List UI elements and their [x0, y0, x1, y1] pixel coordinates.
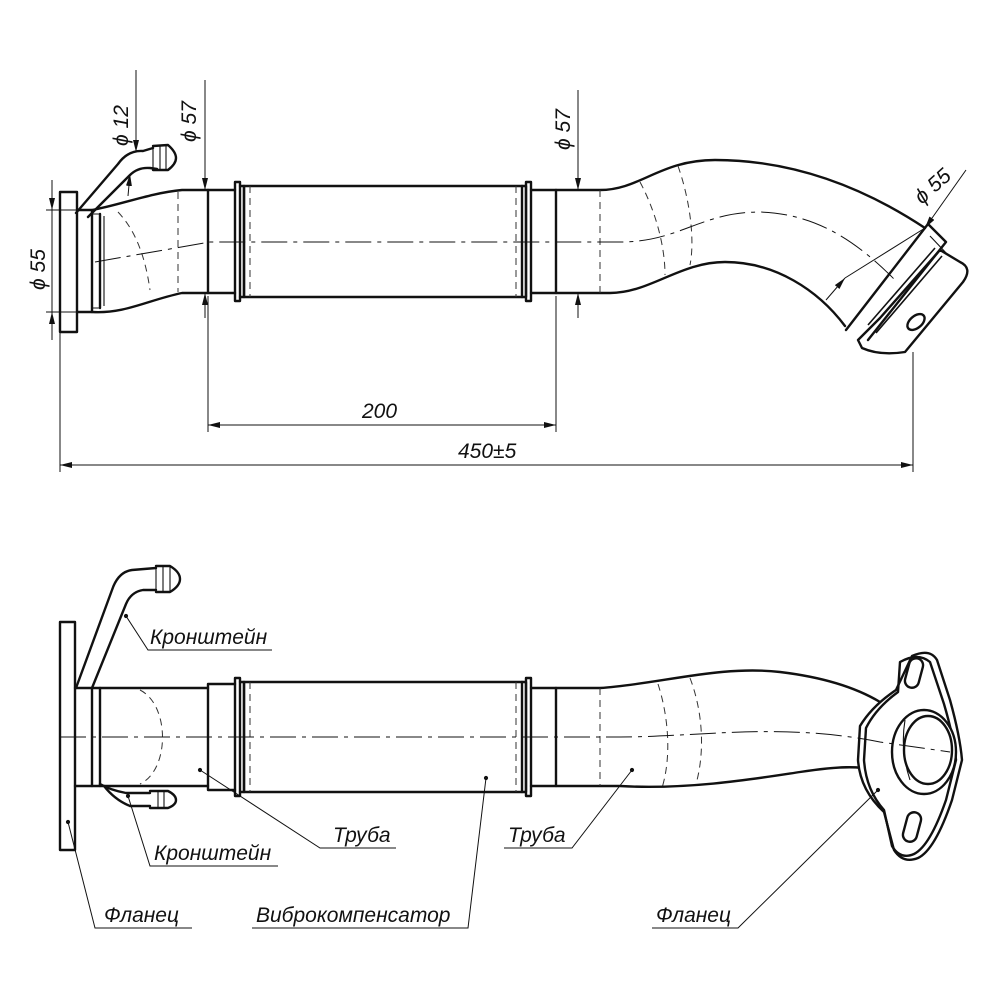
label-flange-right: Фланец	[656, 904, 731, 927]
label-bracket-top: Кронштейн	[150, 626, 268, 649]
label-bracket-bottom: Кронштейн	[154, 842, 272, 865]
bottom-right-flange	[856, 651, 964, 861]
dim-text-dia55-left: ϕ 55	[27, 249, 50, 290]
dim-text-200: 200	[361, 400, 397, 423]
leader-flange-right: Фланец	[652, 787, 881, 929]
bottom-view: Кронштейн Кронштейн Труба Труба Фланец В…	[58, 564, 964, 929]
top-view: ϕ 12 ϕ 57 ϕ 57 ϕ 55 ϕ 55 200 450±5	[27, 70, 969, 472]
leader-bracket-top: Кронштейн	[123, 613, 272, 651]
top-left-flange	[58, 190, 79, 334]
dim-text-450: 450±5	[458, 440, 517, 463]
leader-flange-left: Фланец	[65, 819, 192, 929]
leader-pipe-left: Труба	[197, 767, 396, 849]
dim-text-dia57-right: ϕ 57	[552, 108, 575, 150]
label-compensator: Виброкомпенсатор	[256, 904, 450, 927]
dim-text-dia55-right: ϕ 55	[910, 164, 956, 209]
dim-dia55-right	[825, 169, 967, 301]
bottom-bracket-upper	[74, 564, 182, 690]
bottom-bracket-lower	[98, 782, 178, 810]
dim-dia55-left	[46, 180, 92, 340]
bottom-right-pipe	[554, 669, 882, 789]
top-right-flange	[844, 222, 969, 355]
dim-text-dia57-left: ϕ 57	[178, 100, 201, 142]
leader-pipe-right: Труба	[504, 767, 635, 849]
top-bracket	[74, 143, 178, 219]
bottom-left-flange	[58, 620, 77, 852]
label-pipe-left: Труба	[333, 824, 391, 847]
dim-text-dia12: ϕ 12	[110, 105, 133, 146]
top-left-pipe	[90, 188, 210, 314]
leader-compensator: Виброкомпенсатор	[252, 775, 489, 929]
leader-bracket-bottom: Кронштейн	[125, 793, 278, 867]
label-pipe-right: Труба	[508, 824, 566, 847]
dim-dia12	[125, 70, 139, 197]
label-flange-left: Фланец	[104, 904, 179, 927]
